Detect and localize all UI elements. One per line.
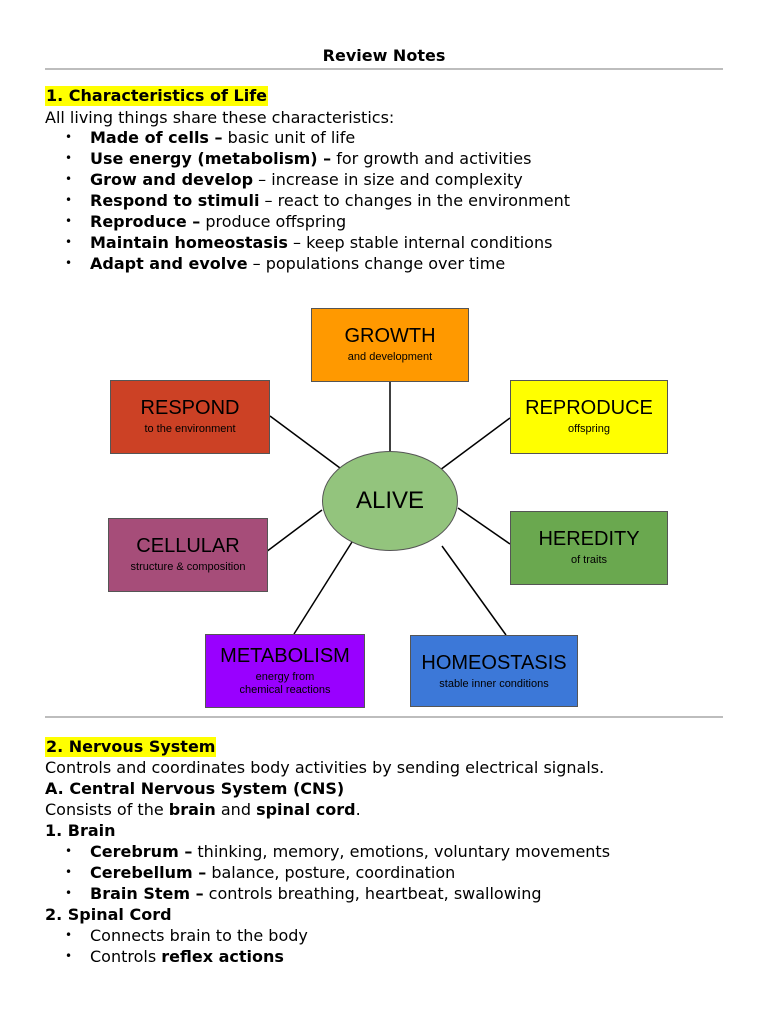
list-item: Made of cells – basic unit of life [65,127,570,148]
list-item: Cerebellum – balance, posture, coordinat… [65,862,610,883]
diagram-connectors [265,382,511,636]
node-alive: ALIVE [322,451,458,551]
node-metabolism: METABOLISM energy from chemical reaction… [205,634,365,708]
list-item: Adapt and evolve – populations change ov… [65,253,570,274]
list-item: Controls reflex actions [65,946,308,967]
node-heredity: HEREDITY of traits [510,511,668,585]
node-homeostasis: HOMEOSTASIS stable inner conditions [410,635,578,707]
node-cellular: CELLULAR structure & composition [108,518,268,592]
connector-homeostasis [441,545,507,636]
characteristics-diagram: GROWTH and development RESPOND to the en… [100,300,680,720]
connector-metabolism [293,541,353,635]
spinal-cord-heading: 2. Spinal Cord [45,905,172,924]
characteristics-list: Made of cells – basic unit of life Use e… [65,127,570,274]
section-intro: All living things share these characteri… [45,108,395,127]
list-item: Grow and develop – increase in size and … [65,169,570,190]
connector-heredity [457,507,511,545]
list-item: Maintain homeostasis – keep stable inter… [65,232,570,253]
list-item: Connects brain to the body [65,925,308,946]
brain-list: Cerebrum – thinking, memory, emotions, v… [65,841,610,904]
section-heading-nervous-system: 2. Nervous System [45,737,217,757]
cns-description: Consists of the brain and spinal cord. [45,800,361,819]
list-item: Respond to stimuli – react to changes in… [65,190,570,211]
list-item: Brain Stem – controls breathing, heartbe… [65,883,610,904]
cns-heading: A. Central Nervous System (CNS) [45,779,345,798]
brain-heading: 1. Brain [45,821,116,840]
section-heading-characteristics: 1. Characteristics of Life [45,86,269,106]
list-item: Use energy (metabolism) – for growth and… [65,148,570,169]
connector-cellular [265,509,323,553]
connector-respond [269,415,341,469]
title-divider [45,68,723,70]
section-intro: Controls and coordinates body activities… [45,758,605,777]
list-item: Cerebrum – thinking, memory, emotions, v… [65,841,610,862]
node-reproduce: REPRODUCE offspring [510,380,668,454]
list-item: Reproduce – produce offspring [65,211,570,232]
node-respond: RESPOND to the environment [110,380,270,454]
section-divider [45,716,723,718]
page-title: Review Notes [322,46,446,65]
spinal-cord-list: Connects brain to the body Controls refl… [65,925,308,967]
node-growth: GROWTH and development [311,308,469,382]
connector-reproduce [439,417,511,471]
